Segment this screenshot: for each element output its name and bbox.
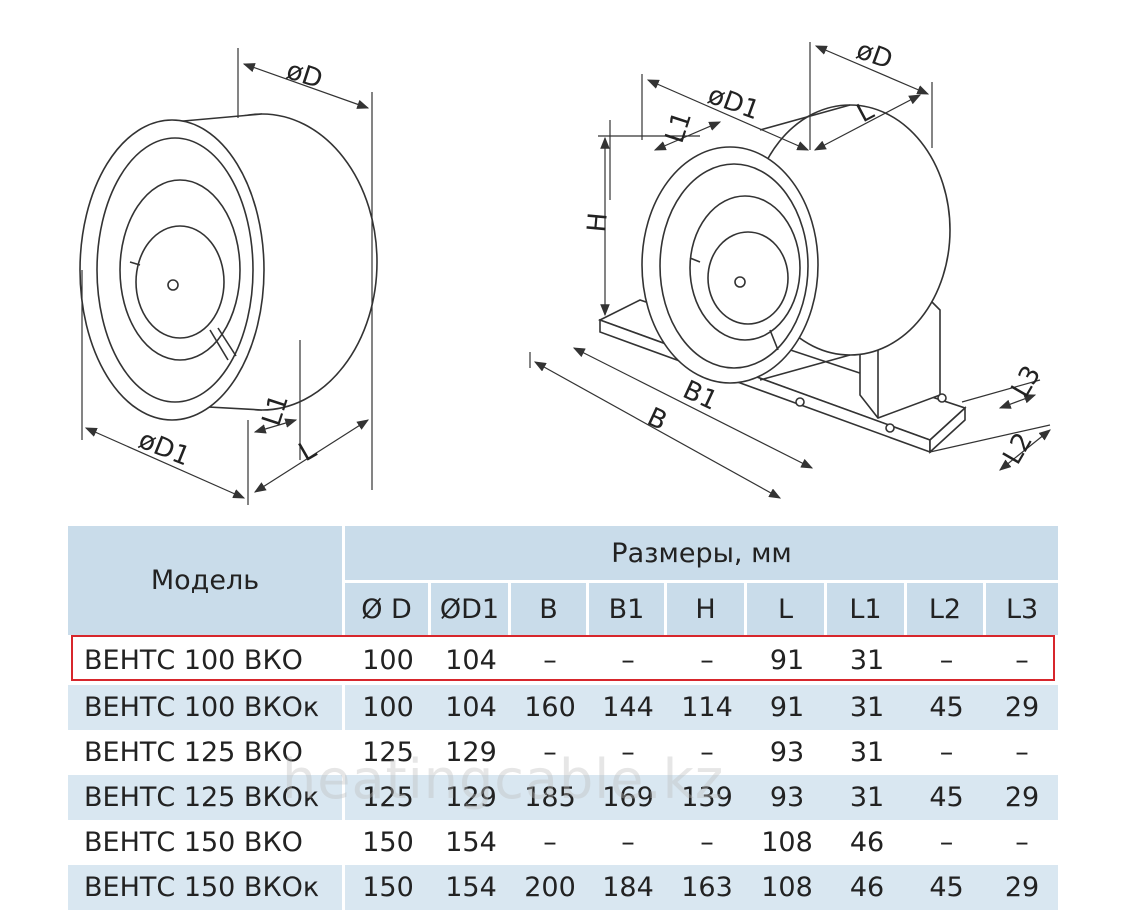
value-cell-b: 160 (511, 685, 589, 730)
value-cell-l3: – (1015, 644, 1029, 676)
value-cell-d1: 104 (431, 685, 511, 730)
fan-right-drawing (597, 104, 967, 454)
fan-right-dimensions (529, 42, 1051, 499)
value-cell-d1: 129 (431, 775, 511, 820)
model-cell: ВЕНТС 100 ВКО (68, 635, 345, 685)
table-row: ВЕНТС 100 ВКО 100 104 – – – 91 31 – – (68, 635, 1058, 685)
value-cell-l2: 45 (907, 865, 986, 910)
value-cell-l1: 46 (827, 865, 907, 910)
value-cell-l: 91 (769, 644, 805, 676)
column-header-b: B (511, 583, 589, 635)
model-cell: ВЕНТС 125 ВКО (68, 730, 345, 775)
value-cell-h: 114 (667, 685, 747, 730)
value-cell-h: – (700, 827, 714, 858)
value-cell-d1: 154 (445, 827, 497, 858)
value-cell-l2: 45 (907, 685, 986, 730)
value-cell-l: 93 (747, 775, 827, 820)
value-cell-l2: – (939, 644, 954, 676)
value-cell-b1: 169 (589, 775, 667, 820)
column-header-l: L (747, 583, 827, 635)
table-row: ВЕНТС 125 ВКО 125 129 – – – 93 31 – – (68, 730, 1058, 775)
value-cell-l3: – (1015, 827, 1029, 858)
value-cell-d: 125 (345, 775, 431, 820)
value-cell-d1: 154 (431, 865, 511, 910)
value-cell-d: 100 (362, 644, 414, 676)
value-cell-b: 200 (511, 865, 589, 910)
value-cell-b: – (543, 644, 557, 676)
value-cell-l2: – (939, 827, 954, 858)
value-cell-d1: 129 (445, 737, 497, 768)
value-cell-l: 108 (761, 827, 813, 858)
fan-left-dimensions (81, 48, 373, 505)
dimensions-group-header: Размеры, мм (345, 526, 1059, 583)
column-header-l3: L3 (986, 583, 1059, 635)
value-cell-h: 163 (667, 865, 747, 910)
fan-right-label-b: B (643, 402, 672, 437)
value-cell-l3: 29 (986, 775, 1059, 820)
value-cell-d: 125 (362, 737, 414, 768)
value-cell-l3: – (1015, 737, 1029, 768)
value-cell-d: 150 (362, 827, 414, 858)
value-cell-b1: 184 (589, 865, 667, 910)
fan-right-label-d: øD (852, 35, 896, 75)
column-header-d: Ø D (345, 583, 431, 635)
value-cell-b: – (543, 827, 557, 858)
model-cell: ВЕНТС 150 ВКОк (68, 865, 345, 910)
column-header-l2: L2 (907, 583, 986, 635)
value-cell-h: – (700, 644, 714, 676)
value-cell-b1: – (621, 827, 635, 858)
table-row: ВЕНТС 150 ВКО 150 154 – – – 108 46 – – (68, 820, 1058, 865)
value-cell-l: 93 (769, 737, 805, 768)
fan-left-label-d1: øD1 (134, 425, 194, 472)
fan-left-drawing (79, 113, 378, 421)
value-cell-l3: 29 (986, 685, 1059, 730)
column-header-h: H (667, 583, 747, 635)
dimensions-table: Модель Размеры, мм Ø D ØD1 B B1 H L L1 L… (68, 526, 1059, 910)
column-header-d1: ØD1 (431, 583, 511, 635)
value-cell-b1: 144 (589, 685, 667, 730)
fan-right-label-l3: L3 (1006, 361, 1047, 403)
value-cell-d1: 104 (445, 644, 497, 676)
value-cell-d: 150 (345, 865, 431, 910)
value-cell-l3: 29 (986, 865, 1059, 910)
value-cell-b1: – (621, 644, 635, 676)
fan-right-label-d1: øD1 (704, 80, 764, 126)
model-cell: ВЕНТС 150 ВКО (68, 820, 345, 865)
value-cell-h: – (700, 737, 714, 768)
value-cell-b1: – (621, 737, 635, 768)
model-cell: ВЕНТС 125 ВКОк (68, 775, 345, 820)
value-cell-b: – (543, 737, 557, 768)
fan-dimension-drawing: øD øD1 L1 L (79, 35, 1051, 505)
value-cell-l1: 31 (827, 685, 907, 730)
fan-left-label-d: øD (283, 56, 326, 96)
value-cell-l: 91 (747, 685, 827, 730)
fan-right-label-l1: L1 (660, 108, 698, 147)
value-cell-d: 100 (345, 685, 431, 730)
model-column-header: Модель (68, 526, 345, 635)
value-cell-l: 108 (747, 865, 827, 910)
value-cell-l1: 31 (827, 775, 907, 820)
fan-left-label-l: L (294, 435, 322, 468)
fan-right-label-h: H (582, 211, 614, 233)
column-header-l1: L1 (827, 583, 907, 635)
fan-right-label-l2: L2 (997, 428, 1038, 470)
value-cell-b: 185 (511, 775, 589, 820)
value-cell-h: 139 (667, 775, 747, 820)
value-cell-l1: 31 (849, 737, 885, 768)
value-cell-l2: 45 (907, 775, 986, 820)
column-headers-row: Ø D ØD1 B B1 H L L1 L2 L3 (68, 583, 1059, 635)
column-header-b1: B1 (589, 583, 667, 635)
value-cell-l2: – (939, 737, 954, 768)
value-cell-l1: 31 (849, 644, 885, 676)
model-cell: ВЕНТС 100 ВКОк (68, 685, 345, 730)
value-cell-l1: 46 (849, 827, 885, 858)
